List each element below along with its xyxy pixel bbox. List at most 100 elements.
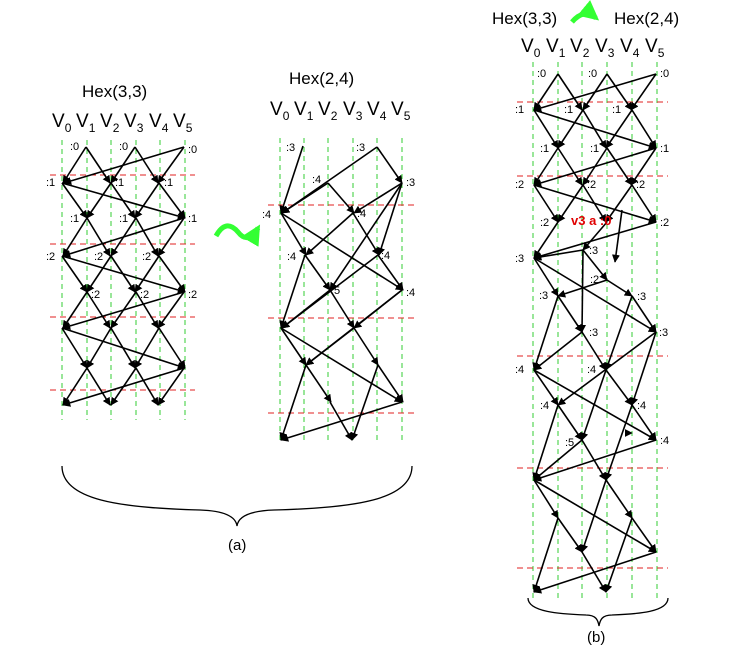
left-vertex-label-4: V4	[149, 111, 169, 135]
b-round-tag: :1	[660, 143, 669, 155]
b-edge	[582, 249, 608, 281]
b-round-tag: :1	[540, 143, 549, 155]
panel-a-brace	[61, 465, 413, 527]
b-round-tag: :2	[636, 179, 645, 191]
right-vertex-label-0: V0	[270, 99, 290, 123]
left-edge	[134, 182, 160, 219]
b-round-tag: :2	[540, 217, 549, 229]
left-round-tag: :2	[91, 289, 100, 301]
right-graph-title: Hex(2,4)	[289, 69, 354, 88]
left-edge	[62, 217, 185, 258]
left-edge	[110, 255, 136, 293]
b-edge	[631, 517, 657, 553]
b-edge	[631, 109, 657, 149]
panel-b-caption: (b)	[587, 629, 605, 646]
left-round-tag: :1	[164, 177, 173, 189]
right-round-tag: :3	[286, 142, 295, 154]
panel-b-title-from: Hex(3,3)	[492, 9, 557, 28]
left-edge	[61, 182, 88, 219]
b-edge	[581, 331, 607, 371]
left-round-tag: :1	[119, 213, 128, 225]
right-edge	[305, 364, 332, 403]
right-edge	[353, 182, 403, 214]
b-edge	[532, 295, 559, 371]
b-round-tag: :0	[660, 68, 669, 80]
left-edge	[157, 367, 185, 406]
panel-a-caption: (a)	[228, 537, 246, 554]
b-edge	[606, 73, 633, 111]
transform-arrow-icon	[213, 223, 261, 247]
right-round-tag: :4	[312, 174, 321, 186]
b-round-tag: :1	[515, 104, 524, 116]
panel-b-annotation: v3 a :0	[571, 213, 611, 228]
right-round-tag: :3	[356, 142, 365, 154]
right-edge	[377, 364, 404, 403]
b-vertex-label-4: V4	[620, 36, 640, 60]
left-round-tag: :0	[188, 144, 197, 156]
left-edge	[134, 327, 160, 369]
b-edge	[533, 147, 559, 186]
b-edge	[533, 439, 583, 481]
b-round-tag: :1	[564, 104, 573, 116]
left-edge	[62, 367, 185, 407]
b-edge	[631, 184, 657, 223]
b-edge	[557, 73, 583, 111]
b-edge	[533, 479, 559, 519]
left-round-tag: :1	[70, 213, 79, 225]
left-edge	[110, 182, 136, 219]
b-edge	[604, 295, 633, 371]
b-vertex-label-3: V3	[595, 36, 615, 60]
right-round-tag: :4	[287, 251, 296, 263]
right-edge	[281, 182, 329, 214]
right-edge	[280, 212, 404, 291]
right-edge	[327, 182, 355, 214]
right-edge	[280, 401, 403, 442]
left-graph-title: Hex(3,3)	[82, 82, 147, 101]
left-vertex-label-5: V5	[173, 111, 193, 135]
right-round-tag: :4	[262, 209, 271, 221]
left-round-tag: :1	[188, 213, 197, 225]
right-edge	[280, 327, 307, 366]
b-vertex-label-2: V2	[570, 36, 590, 60]
left-edge	[62, 217, 88, 257]
b-edge	[533, 331, 583, 371]
b-vertex-label-5: V5	[645, 36, 665, 60]
b-round-tag: :2	[587, 179, 596, 191]
left-round-tag: :2	[46, 251, 55, 263]
b-round-tag: :2	[515, 179, 524, 191]
b-edge	[532, 404, 559, 481]
b-edge	[630, 73, 657, 111]
left-round-tag: :0	[119, 141, 128, 153]
b-round-tag: :3	[637, 291, 646, 303]
b-edge	[533, 479, 657, 553]
right-edge	[304, 254, 331, 291]
right-vertex-label-1: V1	[294, 99, 314, 123]
right-round-tag: :4	[406, 287, 415, 299]
right-vertex-label-2: V2	[318, 99, 338, 123]
b-round-tag: :3	[539, 290, 548, 302]
left-edge	[85, 146, 111, 184]
left-edge	[134, 146, 159, 184]
b-edge	[605, 184, 633, 223]
b-round-tag: :3	[659, 327, 668, 339]
left-round-tag: :1	[46, 177, 55, 189]
right-edge	[305, 327, 355, 366]
right-vertex-label-4: V4	[367, 99, 387, 123]
b-edge	[533, 257, 657, 333]
b-edge	[580, 479, 607, 553]
b-round-tag: :2	[590, 274, 599, 286]
left-edge	[86, 182, 112, 219]
right-edge	[329, 182, 403, 291]
left-edge	[62, 291, 185, 330]
b-round-tag: :3	[589, 245, 598, 257]
b-edge	[533, 147, 657, 187]
b-edge	[533, 439, 657, 482]
left-edge	[158, 182, 186, 219]
left-edge	[62, 146, 87, 184]
right-edge	[280, 327, 403, 403]
left-edge	[158, 255, 186, 293]
b-edge	[604, 404, 633, 481]
left-edge	[158, 327, 186, 369]
